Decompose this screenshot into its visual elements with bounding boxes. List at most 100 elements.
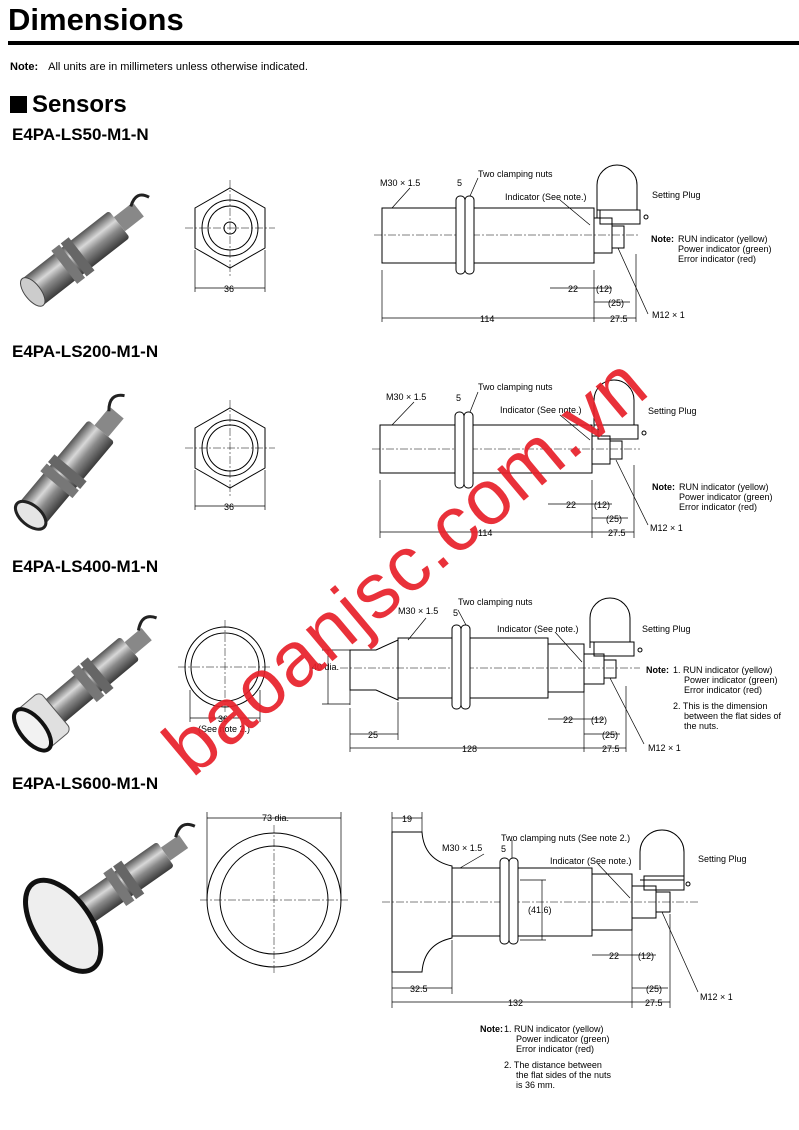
note-label: Note: [651, 234, 674, 244]
dim-hex-label: 36 [218, 714, 228, 724]
label-m12: M12 × 1 [652, 310, 685, 320]
dim-19: 19 [402, 814, 412, 824]
dim-dia: 73 dia. [262, 813, 289, 823]
drawing-model-1: 36 M30 × 1.5 5 Two clamping nuts Indicat… [20, 164, 772, 324]
label-indicator: Indicator (See note.) [500, 405, 582, 415]
note-line: Power indicator (green) [679, 492, 773, 502]
note-line: Error indicator (red) [516, 1044, 594, 1054]
dim-22: 22 [563, 715, 573, 725]
dim-12: (12) [638, 951, 654, 961]
dim-length: 128 [462, 744, 477, 754]
drawing-model-3: 36 (See note 2.) M30 × 1.5 5 Two [11, 597, 782, 754]
label-indicator: Indicator (See note.) [505, 192, 587, 202]
round-end-view: 36 (See note 2.) [178, 620, 272, 734]
hex-end-view: 36 [185, 400, 275, 512]
label-nut-width: 5 [501, 844, 506, 854]
dim-27-5: 27.5 [610, 314, 628, 324]
label-nuts: Two clamping nuts (See note 2.) [501, 833, 630, 843]
note-line: Error indicator (red) [678, 254, 756, 264]
side-view: M30 × 1.5 5 Two clamping nuts Indicator … [374, 164, 701, 324]
side-view: 19 M30 × 1.5 5 Two clamping nuts (See no… [382, 812, 747, 1008]
drawing-model-4: 73 dia. 19 M30 × 1.5 5 Two c [23, 812, 747, 1090]
model-title-4: E4PA-LS600-M1-N [12, 774, 159, 793]
note-label: Note: [652, 482, 675, 492]
side-view: M30 × 1.5 5 Two clamping nuts Indicator … [372, 379, 697, 538]
label-nuts: Two clamping nuts [478, 169, 553, 179]
notes-block: Note: 1. RUN indicator (yellow) Power in… [646, 665, 782, 731]
section-heading: Sensors [10, 91, 127, 119]
model-title-2: E4PA-LS200-M1-N [12, 342, 159, 361]
page-title: Dimensions [8, 2, 184, 37]
dim-p25: (25) [646, 984, 662, 994]
sensor-photo [20, 193, 150, 307]
label-nut-width: 5 [457, 178, 462, 188]
square-bullet-icon [10, 96, 27, 113]
dim-25: (25) [608, 298, 624, 308]
dim-27-5: 27.5 [645, 998, 663, 1008]
units-note: Note:All units are in millimeters unless… [10, 61, 308, 73]
dim-hex-label: 36 [224, 502, 234, 512]
note-label: Note: [646, 665, 669, 675]
label-nut-width: 5 [456, 393, 461, 403]
note-line: 1. RUN indicator (yellow) [504, 1024, 604, 1034]
dim-length: 132 [508, 998, 523, 1008]
label-m12: M12 × 1 [650, 523, 683, 533]
dim-12: (12) [594, 500, 610, 510]
label-m12: M12 × 1 [700, 992, 733, 1002]
dim-dia: 40 dia. [312, 662, 339, 672]
hex-end-view: 36 [185, 180, 275, 294]
notes-block: Note: RUN indicator (yellow) Power indic… [651, 234, 772, 264]
dim-25: 25 [368, 730, 378, 740]
label-plug: Setting Plug [698, 854, 747, 864]
note-line: between the flat sides of [684, 711, 782, 721]
label-indicator: Indicator (See note.) [550, 856, 632, 866]
label-indicator: Indicator (See note.) [497, 624, 579, 634]
model-title-1: E4PA-LS50-M1-N [12, 125, 149, 144]
label-plug: Setting Plug [648, 406, 697, 416]
dim-41-6: (41.6) [528, 905, 552, 915]
note-line: RUN indicator (yellow) [678, 234, 768, 244]
note-label: Note: [480, 1024, 503, 1034]
label-thread: M30 × 1.5 [398, 606, 438, 616]
note-line: 1. RUN indicator (yellow) [673, 665, 773, 675]
label-nut-width: 5 [453, 608, 458, 618]
units-note-text: All units are in millimeters unless othe… [48, 61, 308, 73]
dim-27-5: 27.5 [608, 528, 626, 538]
round-end-view: 73 dia. [200, 812, 348, 975]
sensor-photo [11, 615, 158, 753]
label-nuts: Two clamping nuts [478, 382, 553, 392]
note-line: Error indicator (red) [679, 502, 757, 512]
label-thread: M30 × 1.5 [380, 178, 420, 188]
dim-22: 22 [568, 284, 578, 294]
dim-22: 22 [609, 951, 619, 961]
note-line: the nuts. [684, 721, 719, 731]
dim-12: (12) [591, 715, 607, 725]
note-line: is 36 mm. [516, 1080, 555, 1090]
label-plug: Setting Plug [642, 624, 691, 634]
note-line: the flat sides of the nuts [516, 1070, 612, 1080]
dim-length: 114 [480, 314, 494, 324]
dim-12: (12) [596, 284, 612, 294]
model-title-3: E4PA-LS400-M1-N [12, 557, 159, 576]
dim-hex-note: (See note 2.) [198, 724, 250, 734]
notes-block: Note: RUN indicator (yellow) Power indic… [652, 482, 773, 512]
label-thread: M30 × 1.5 [442, 843, 482, 853]
note-line: Power indicator (green) [678, 244, 772, 254]
dim-22: 22 [566, 500, 576, 510]
dim-25: (25) [606, 514, 622, 524]
dim-p25: (25) [602, 730, 618, 740]
notes-block: Note: 1. RUN indicator (yellow) Power in… [480, 1024, 612, 1090]
note-line: Power indicator (green) [684, 675, 778, 685]
note-line: 2. This is the dimension [673, 701, 767, 711]
dim-length: 114 [478, 528, 492, 538]
dim-27-5: 27.5 [602, 744, 620, 754]
label-thread: M30 × 1.5 [386, 392, 426, 402]
note-line: RUN indicator (yellow) [679, 482, 769, 492]
side-view: M30 × 1.5 5 Two clamping nuts Indicator … [312, 597, 691, 754]
note-line: Error indicator (red) [684, 685, 762, 695]
note-line: Power indicator (green) [516, 1034, 610, 1044]
section-title: Sensors [32, 91, 127, 118]
label-plug: Setting Plug [652, 190, 701, 200]
title-rule [8, 41, 799, 45]
sensor-photo [23, 822, 196, 974]
